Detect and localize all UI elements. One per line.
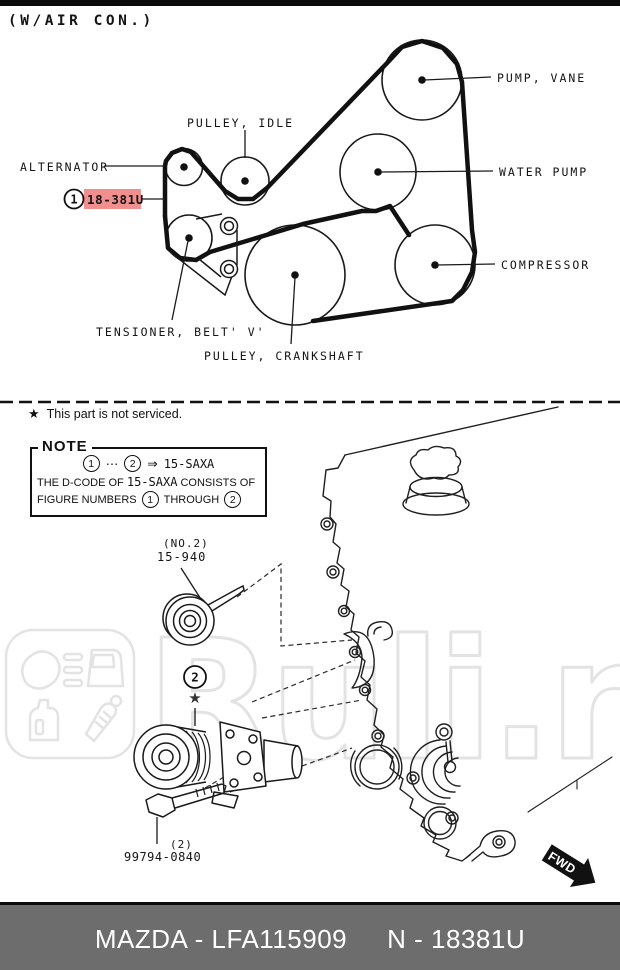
headlight-icon bbox=[21, 650, 84, 690]
idler-position-label: (NO.2) bbox=[163, 537, 209, 550]
label-alternator: ALTERNATOR bbox=[20, 160, 109, 174]
ref-number-1: 1 bbox=[70, 193, 77, 207]
ref-number-2: 2 bbox=[191, 670, 199, 685]
ripple-arcs bbox=[409, 739, 461, 805]
tensioner-ref: 2 ★ bbox=[183, 665, 207, 726]
bolt-quantity: (2) bbox=[170, 838, 193, 851]
footer-brand-part: MAZDA - LFA115909 bbox=[94, 923, 348, 954]
tensioner-assembly-part bbox=[133, 721, 303, 809]
ref-circle-1: 1 bbox=[141, 491, 159, 508]
figures-prefix: FIGURE NUMBERS bbox=[37, 493, 137, 506]
variant-label: (W/AIR CON.) bbox=[8, 13, 155, 29]
oil-filler-cap bbox=[402, 445, 470, 516]
mount-bolt-part: (2) 99794-0840 bbox=[124, 782, 227, 864]
label-compressor: COMPRESSOR bbox=[501, 258, 590, 272]
consists-prefix: THE D-CODE OF bbox=[37, 477, 124, 489]
idler-pulley-part: (NO.2) 15-940 bbox=[157, 537, 245, 646]
ref-circle-2: 2 bbox=[224, 491, 242, 508]
fwd-direction-arrow: FWD bbox=[541, 844, 596, 888]
watermark-layer: Ruli.ru bbox=[0, 600, 620, 815]
part-highlight[interactable] bbox=[84, 189, 141, 209]
ref-circle-2: 2 bbox=[124, 455, 142, 472]
note-consists-line: THE D-CODE OF 15-SAXA CONSISTS OF bbox=[32, 475, 265, 489]
ref-circle-1 bbox=[63, 188, 85, 210]
car-door-icon bbox=[86, 648, 125, 688]
consists-code: 15-SAXA bbox=[126, 475, 178, 489]
label-pulley-idle: PULLEY, IDLE bbox=[187, 116, 294, 130]
gasket-piece bbox=[343, 631, 375, 689]
seal-openings bbox=[350, 744, 457, 840]
leader-lines bbox=[104, 76, 496, 345]
drive-belt bbox=[162, 38, 478, 324]
arrow-glyph: ⇒ bbox=[147, 457, 158, 471]
label-water-pump: WATER PUMP bbox=[499, 165, 588, 179]
ref-circle-1: 1 bbox=[82, 455, 100, 472]
highlight-part-code[interactable]: 18-381U bbox=[87, 192, 144, 207]
figures-middle: THROUGH bbox=[163, 493, 220, 506]
ruli-logo bbox=[4, 628, 136, 760]
ellipsis: ⋯ bbox=[105, 457, 119, 471]
not-serviced-text: This part is not serviced. bbox=[46, 407, 183, 421]
cover-bolt-holes bbox=[320, 517, 459, 825]
note-title: NOTE bbox=[38, 438, 92, 455]
consists-suffix: CONSISTS OF bbox=[180, 477, 256, 489]
engine-front-cover bbox=[320, 406, 613, 862]
bolt-part-code: 99794-0840 bbox=[124, 850, 201, 864]
footer-part-code: N - 18381U bbox=[387, 923, 526, 954]
tensioner-parts-diagram: (NO.2) 15-940 2 ★ bbox=[0, 400, 620, 888]
label-crankshaft: PULLEY, CRANKSHAFT bbox=[204, 349, 365, 363]
dcode-value: 15-SAXA bbox=[163, 456, 215, 471]
note-rule-line: 1 ⋯ 2 ⇒ 15-SAXA bbox=[32, 455, 265, 472]
note-box: NOTE 1 ⋯ 2 ⇒ 15-SAXA THE D-CODE OF 15-SA… bbox=[30, 438, 267, 517]
star-icon: ★ bbox=[28, 406, 40, 421]
shock-absorber-icon bbox=[84, 694, 123, 743]
oil-canister-icon bbox=[28, 698, 60, 742]
tensioner-bracket bbox=[169, 213, 239, 297]
belt-routing-diagram: (W/AIR CON.) bbox=[8, 13, 590, 363]
idler-part-code: 15-940 bbox=[157, 550, 206, 564]
pointer-line bbox=[527, 756, 613, 813]
top-border bbox=[0, 0, 620, 6]
note-figures-line: FIGURE NUMBERS 1 THROUGH 2 bbox=[32, 491, 265, 508]
label-pump-vane: PUMP, VANE bbox=[497, 71, 586, 85]
pulley-center-dots bbox=[180, 76, 439, 279]
label-tensioner: TENSIONER, BELT' V' bbox=[96, 325, 266, 339]
not-serviced-star: ★ bbox=[188, 690, 201, 707]
highlighted-part-ref[interactable]: 18-381U 1 bbox=[63, 188, 144, 210]
not-serviced-note: ★ This part is not serviced. bbox=[28, 406, 182, 422]
pulley-labels: ALTERNATOR PULLEY, IDLE PUMP, VANE WATER… bbox=[20, 71, 590, 363]
catalog-footer-bar: MAZDA - LFA115909 N - 18381U bbox=[0, 902, 620, 970]
pulleys bbox=[164, 39, 476, 326]
